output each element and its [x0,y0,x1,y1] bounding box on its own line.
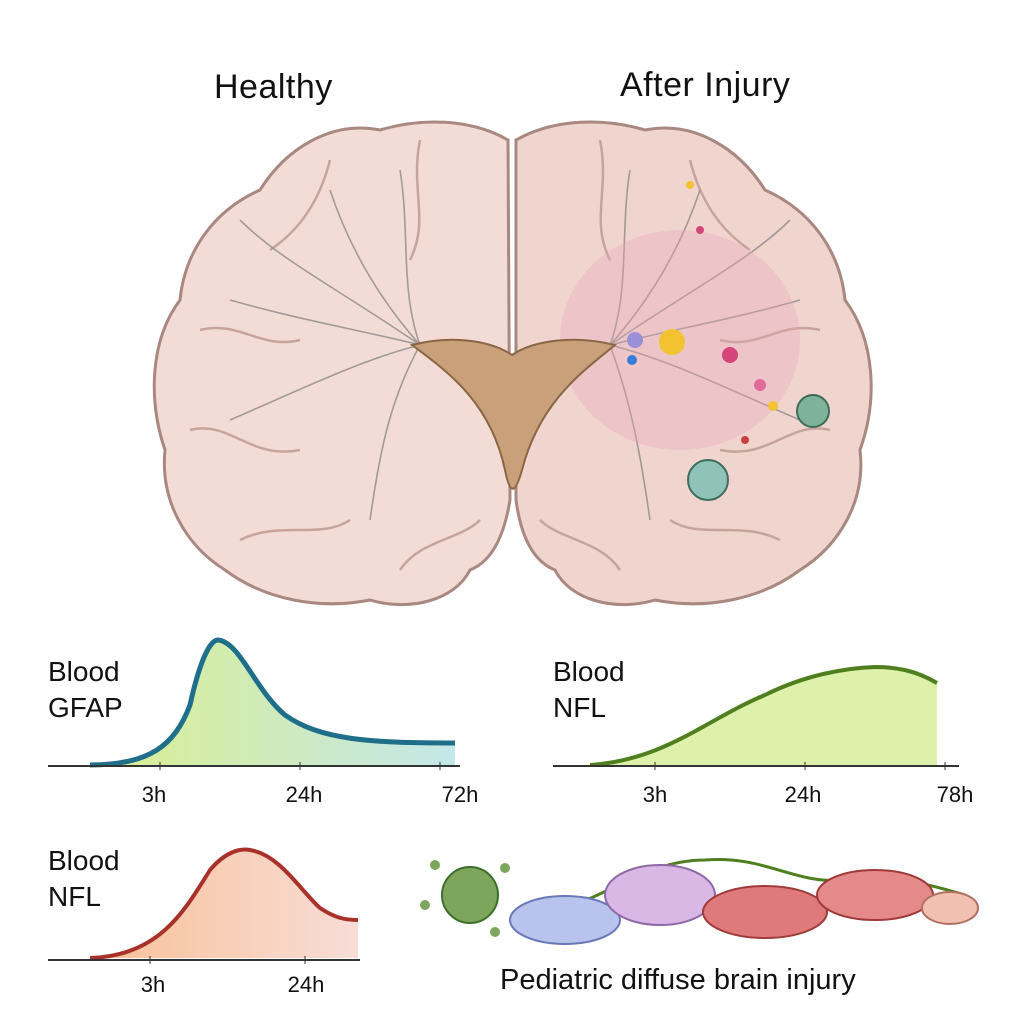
chart-1-label: Blood GFAP [48,654,123,726]
virus-icon [420,860,510,937]
chart-2-line [589,664,939,767]
chart-3-tick-label: 3h [140,972,166,997]
chart-1 [48,637,460,770]
chart-1-label-line2: GFAP [48,692,123,723]
injury-markers [627,181,778,444]
chart-2-tick-label: 24h [784,782,822,807]
chart-1-tick-label: 3h [141,782,167,807]
ventricle [409,338,618,490]
left-hemisphere [152,120,512,607]
caption: Pediatric diffuse brain injury [500,964,856,996]
healthy-heading: Healthy [214,68,333,106]
chart-2-tick-label: 78h [936,782,974,807]
chart-2 [553,664,959,770]
chart-3-line [89,847,359,960]
chart-2-label-line2: NFL [553,692,606,723]
chart-2-label: Blood NFL [553,654,625,726]
chart-1-label-line1: Blood [48,656,120,687]
chart-3 [48,847,360,964]
after-injury-heading: After Injury [620,66,791,104]
cell-cluster-illustration [420,857,979,945]
chart-3-tick-label: 24h [287,972,325,997]
red-cell-cluster [702,869,979,939]
chart-1-area [90,640,455,765]
chart-1-line [89,637,456,768]
chart-2-tick-label: 3h [642,782,668,807]
chart-2-area [590,667,937,765]
blue-cell-cluster [509,895,621,945]
chart-1-tick-label: 24h [285,782,323,807]
purple-cell-cluster [604,864,716,926]
chart-3-label: Blood NFL [48,843,120,915]
chart-1-tick-label: 72h [441,782,479,807]
brain-illustration [152,120,873,607]
chart-3-label-line1: Blood [48,845,120,876]
chart-3-label-line2: NFL [48,881,101,912]
glial-cell-icon [687,394,830,501]
chart-2-label-line1: Blood [553,656,625,687]
